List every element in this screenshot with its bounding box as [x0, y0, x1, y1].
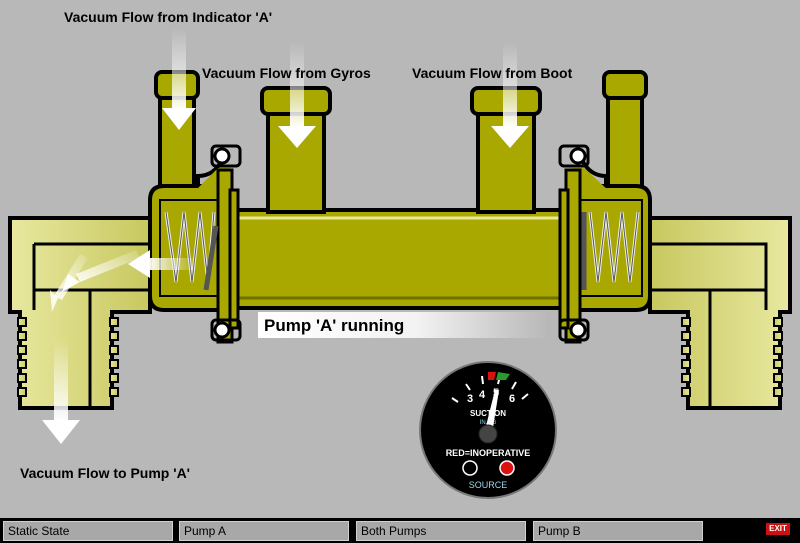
status-text: Pump 'A' running	[264, 316, 404, 335]
boot-flow-arrow	[491, 42, 529, 148]
status-banner	[258, 312, 548, 338]
gauge-tick-3: 3	[467, 393, 473, 405]
boot-flow-label: Vacuum Flow from Boot	[412, 65, 573, 81]
pump-a-button[interactable]: Pump A	[179, 521, 349, 541]
static-state-button[interactable]: Static State	[3, 521, 173, 541]
gauge-needle	[484, 390, 499, 434]
pump-flow-arrow	[42, 340, 80, 444]
gauge-title: SUCTION	[470, 409, 506, 418]
left-valve-disc	[203, 225, 219, 291]
suction-gauge: 3 4 5 6 SUCTION IN.HG RED=INOPERATIVE SO…	[419, 361, 557, 499]
right-thread	[681, 317, 783, 397]
pump-b-button[interactable]: Pump B	[533, 521, 703, 541]
indicator-flow-arrow	[162, 28, 196, 130]
internal-flow-arrow	[128, 250, 198, 278]
gauge-tick-4: 4	[479, 389, 486, 401]
left-flange	[210, 144, 242, 344]
gauge-source-label: SOURCE	[469, 480, 508, 490]
elbow-flow-arrows	[50, 250, 140, 312]
gauge-tick-6: 6	[509, 393, 515, 405]
right-flange	[558, 144, 590, 344]
left-thread	[17, 317, 119, 397]
exit-button[interactable]: EXIT	[766, 523, 790, 535]
gauge-legend: RED=INOPERATIVE	[446, 448, 531, 458]
pump-flow-label: Vacuum Flow to Pump 'A'	[20, 465, 190, 481]
indicator-flow-label: Vacuum Flow from Indicator 'A'	[64, 9, 272, 25]
gauge-hub	[478, 424, 498, 444]
flow-arrows	[42, 28, 529, 444]
gyros-flow-label: Vacuum Flow from Gyros	[202, 65, 371, 81]
gyros-port	[260, 86, 332, 214]
gauge-red-arc	[488, 372, 496, 380]
right-elbow-fitting	[648, 216, 792, 410]
manifold-tube	[226, 208, 580, 310]
gauge-green-arc	[496, 372, 510, 380]
both-pumps-button[interactable]: Both Pumps	[356, 521, 526, 541]
source-indicator-right	[499, 460, 515, 476]
gyros-flow-arrow	[278, 42, 316, 148]
source-indicator-left	[462, 460, 478, 476]
